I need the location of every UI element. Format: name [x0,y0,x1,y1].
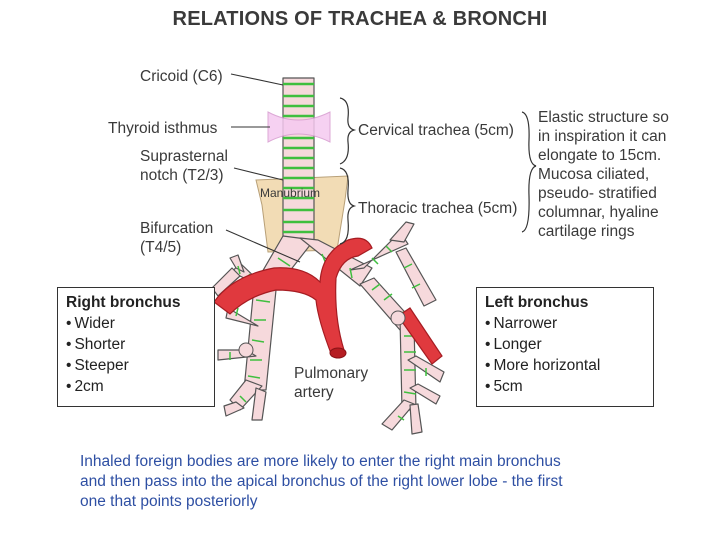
bifurcation-label-line2: (T4/5) [140,239,182,256]
suprasternal-label-line2: notch (T2/3) [140,167,224,184]
cartilage-rings [283,82,314,234]
branch-end-circles [238,310,406,358]
thoracic-trachea-label: Thoracic trachea (5cm) [358,200,518,217]
left-bronchus-heading: Left bronchus [485,294,589,311]
left-bronchus-item: Longer [485,334,645,355]
foreign-body-note: Inhaled foreign bodies are more likely t… [80,452,640,512]
elastic-note-line: cartilage rings [538,223,635,240]
suprasternal-label-line1: Suprasternal [140,148,228,165]
elastic-note-line: Elastic structure so [538,109,669,126]
left-bronchus-item: More horizontal [485,355,645,376]
right-bronchus-item: Shorter [66,334,206,355]
right-bronchus-item: Wider [66,313,206,334]
cervical-trachea-label: Cervical trachea (5cm) [358,122,514,139]
left-bronchus-item: Narrower [485,313,645,334]
right-bronchus-item: Steeper [66,355,206,376]
foreign-body-note-line: Inhaled foreign bodies are more likely t… [80,453,561,470]
thyroid-isthmus-label: Thyroid isthmus [108,120,218,137]
pulmonary-artery-label-line2: artery [294,384,334,401]
cricoid-label: Cricoid (C6) [140,68,223,85]
left-bronchus-box: Left bronchus Narrower Longer More horiz… [476,287,654,407]
right-bronchus-heading: Right bronchus [66,294,181,311]
bifurcation-label-line1: Bifurcation [140,220,214,237]
diagram-title: RELATIONS OF TRACHEA & BRONCHI [172,8,548,30]
elastic-note-line: columnar, hyaline [538,204,659,221]
elastic-note-line: elongate to 15cm. [538,147,662,164]
left-bronchus-item: 5cm [485,376,645,397]
foreign-body-note-line: one that points posteriorly [80,493,258,510]
pulmonary-artery-label-line1: Pulmonary [294,365,369,382]
elastic-note-line: Mucosa ciliated, [538,166,650,183]
elastic-note-line: pseudo- stratified [538,185,657,202]
elastic-note-line: in inspiration it can [538,128,667,145]
thyroid-isthmus-shape [267,111,331,143]
right-bronchus-box: Right bronchus Wider Shorter Steeper 2cm [57,287,215,407]
manubrium-label: Manubrium [260,186,321,200]
right-bronchus-item: 2cm [66,376,206,397]
trachea-braces [339,97,537,245]
left-pulmonary-artery-branch [397,307,443,365]
foreign-body-note-line: and then pass into the apical bronchus o… [80,473,563,490]
elastic-note: Elastic structure so in inspiration it c… [538,108,669,241]
pointer-lines [225,73,301,263]
pulmonary-artery-shape [213,237,373,357]
